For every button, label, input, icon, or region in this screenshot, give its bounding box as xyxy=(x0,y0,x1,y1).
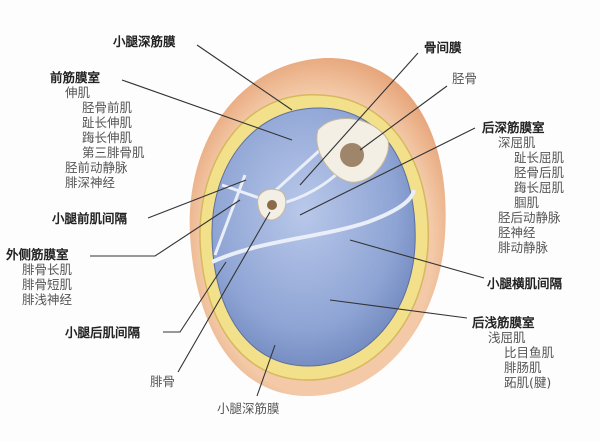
list-item: 胫骨前肌 xyxy=(82,100,133,115)
anterior-compartment-group: 前筋膜室 伸肌 胫骨前肌 趾长伸肌 踇长伸肌 第三腓骨肌 胫前动静脉 腓深神经 xyxy=(50,70,145,190)
list-item: 腓浅神经 xyxy=(22,292,73,307)
list-item: 腓骨短肌 xyxy=(22,277,73,292)
list-item: 胫前动静脉 xyxy=(65,160,128,175)
tibia-marrow xyxy=(340,143,364,167)
fibula-marrow xyxy=(267,200,277,210)
lateral-compartment-group: 外侧筋膜室 腓骨长肌 腓骨短肌 腓浅神经 xyxy=(6,247,72,307)
list-item: 腓骨长肌 xyxy=(22,262,73,277)
list-item: 趾长屈肌 xyxy=(514,150,565,165)
list-item: 胫骨后肌 xyxy=(514,165,565,180)
list-item: 腓深神经 xyxy=(65,175,116,190)
leader-lines xyxy=(90,44,485,397)
list-item: 踇长屈肌 xyxy=(514,180,565,195)
superficial-posterior-compartment-group: 后浅筋膜室 浅屈肌 比目鱼肌 腓肠肌 跖肌(腱) xyxy=(472,315,554,390)
label-posterior-septum: 小腿后肌间隔 xyxy=(65,325,141,340)
list-item: 趾长伸肌 xyxy=(82,115,133,130)
list-item: 腓肠肌 xyxy=(504,360,542,375)
lateral-compartment-title: 外侧筋膜室 xyxy=(6,247,69,262)
label-fibula: 腓骨 xyxy=(150,374,176,389)
deep-posterior-compartment-group: 后深筋膜室 深屈肌 趾长屈肌 胫骨后肌 踇长屈肌 腘肌 胫后动静脉 胫神经 腓动… xyxy=(482,120,564,255)
label-interosseous-membrane: 骨间膜 xyxy=(424,40,462,55)
deep-posterior-title: 后深筋膜室 xyxy=(482,120,545,135)
list-item: 胫神经 xyxy=(498,225,536,240)
list-item: 跖肌(腱) xyxy=(504,375,552,390)
list-item: 深屈肌 xyxy=(498,135,536,150)
anterior-compartment-title: 前筋膜室 xyxy=(50,70,101,85)
list-item: 比目鱼肌 xyxy=(504,345,555,360)
list-item: 腓动静脉 xyxy=(498,240,549,255)
label-deep-fascia-bottom: 小腿深筋膜 xyxy=(217,401,280,416)
list-item: 第三腓骨肌 xyxy=(82,145,145,160)
list-item: 腘肌 xyxy=(514,195,540,210)
label-anterior-septum: 小腿前肌间隔 xyxy=(52,211,128,226)
label-deep-fascia-top: 小腿深筋膜 xyxy=(113,34,176,49)
list-item: 胫后动静脉 xyxy=(498,210,561,225)
list-item: 伸肌 xyxy=(65,85,91,100)
posterior-septum-line xyxy=(213,174,247,256)
label-tibia: 胫骨 xyxy=(452,71,478,86)
label-transverse-septum: 小腿横肌间隔 xyxy=(487,276,563,291)
list-item: 浅屈肌 xyxy=(488,330,526,345)
superficial-posterior-title: 后浅筋膜室 xyxy=(472,315,535,330)
list-item: 踇长伸肌 xyxy=(82,130,133,145)
